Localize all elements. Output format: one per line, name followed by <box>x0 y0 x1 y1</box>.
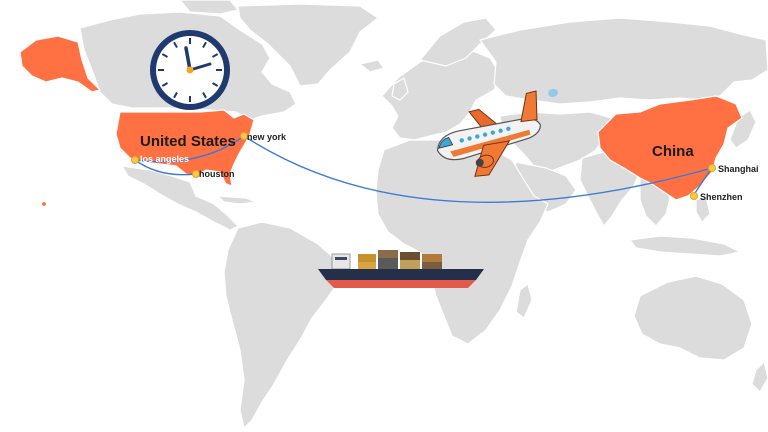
city-dot-shanghai[interactable] <box>708 164 716 172</box>
label-houston: houston <box>199 169 235 179</box>
philippines <box>695 195 711 223</box>
indonesia <box>629 235 741 257</box>
south-america <box>223 221 341 429</box>
label-united-states: United States <box>140 133 236 150</box>
mexico <box>121 165 239 231</box>
scandinavia <box>419 17 497 67</box>
label-new-york: new york <box>247 132 287 142</box>
route-la-ny <box>134 135 245 163</box>
new-zealand <box>751 361 768 393</box>
madagascar <box>515 283 533 319</box>
city-dot-los-angeles[interactable] <box>131 156 139 164</box>
city-dot-shenzhen[interactable] <box>690 192 698 200</box>
label-china: China <box>652 143 694 160</box>
label-shenzhen: Shenzhen <box>700 192 743 202</box>
alaska <box>19 35 102 93</box>
russia <box>479 17 768 105</box>
australia <box>633 275 753 361</box>
city-dot-houston[interactable] <box>192 170 200 178</box>
greenland <box>237 3 379 87</box>
hawaii <box>40 200 48 208</box>
clock-icon <box>150 30 230 110</box>
arctic-islands <box>179 0 239 15</box>
uk <box>391 77 409 101</box>
cargo-ship-icon <box>318 250 484 288</box>
japan <box>729 109 757 149</box>
caribbean <box>217 195 257 205</box>
united-states-shape <box>115 109 255 187</box>
route-ny-shanghai <box>243 135 713 203</box>
city-dot-new-york[interactable] <box>240 132 248 140</box>
iceland <box>359 59 385 73</box>
route-la-houston <box>134 159 197 176</box>
label-los-angeles: los angeles <box>140 154 189 164</box>
label-shanghai: Shanghai <box>718 164 759 174</box>
airplane-icon <box>436 88 558 177</box>
